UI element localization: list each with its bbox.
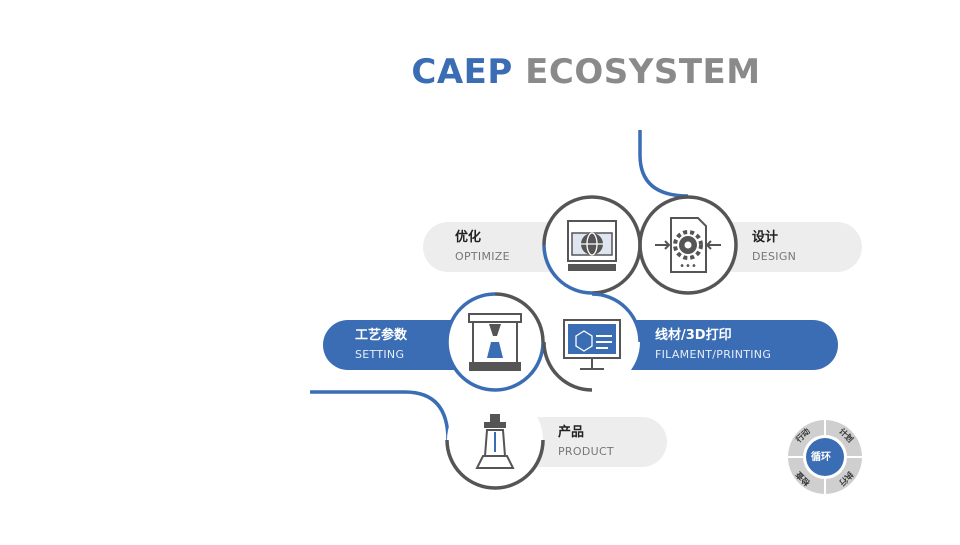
label-setting-cn: 工艺参数 bbox=[355, 328, 408, 343]
ring-setting bbox=[494, 292, 545, 343]
ring-design bbox=[638, 195, 738, 295]
ring-filament-gray bbox=[542, 341, 593, 392]
label-optimize-en: OPTIMIZE bbox=[455, 250, 510, 263]
cycle-center-label: 循环 bbox=[811, 452, 831, 463]
label-filament-en: FILAMENT/PRINTING bbox=[655, 348, 772, 361]
ring-filament bbox=[591, 292, 642, 343]
ring-design-top bbox=[638, 195, 689, 246]
gear-document-icon: ••• bbox=[655, 217, 721, 273]
pill-filament bbox=[600, 320, 838, 370]
label-product-cn: 产品 bbox=[558, 425, 585, 440]
3d-printer-icon bbox=[468, 313, 522, 371]
title-ecosystem: ECOSYSTEM bbox=[525, 52, 761, 92]
cube-monitor-icon bbox=[563, 319, 621, 370]
label-product: 产品 PRODUCT bbox=[558, 425, 614, 458]
label-product-en: PRODUCT bbox=[558, 445, 614, 458]
ring-setting-blue bbox=[445, 292, 545, 392]
label-design-cn: 设计 bbox=[752, 230, 779, 245]
page-title: CAEP ECOSYSTEM bbox=[0, 52, 960, 92]
label-optimize: 优化 OPTIMIZE bbox=[455, 230, 510, 263]
label-filament: 线材/3D打印 FILAMENT/PRINTING bbox=[655, 328, 771, 361]
label-filament-cn: 线材/3D打印 bbox=[655, 328, 732, 343]
label-setting-en: SETTING bbox=[355, 348, 405, 361]
title-caep: CAEP bbox=[411, 52, 513, 92]
label-optimize-cn: 优化 bbox=[455, 230, 482, 245]
label-setting: 工艺参数 SETTING bbox=[355, 328, 407, 361]
globe-monitor-icon bbox=[567, 220, 617, 271]
cycle-badge bbox=[788, 420, 862, 494]
ring-optimize bbox=[542, 195, 642, 295]
chess-rook-icon bbox=[475, 414, 515, 469]
top-connector-curve bbox=[638, 130, 689, 198]
label-design-en: DESIGN bbox=[752, 250, 797, 263]
ring-optimize-blue bbox=[542, 244, 593, 295]
svg-text:•••: ••• bbox=[679, 261, 697, 272]
left-connector-curve bbox=[310, 390, 450, 441]
label-design: 设计 DESIGN bbox=[752, 230, 796, 263]
ring-product bbox=[445, 439, 545, 490]
